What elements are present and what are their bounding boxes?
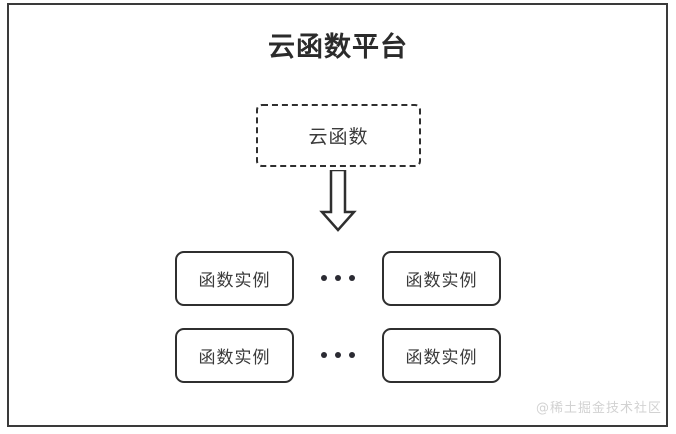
function-instance-box: 函数实例	[175, 250, 294, 306]
function-instance-label: 函数实例	[198, 347, 271, 368]
function-instance-box: 函数实例	[382, 250, 501, 306]
ellipsis-dot	[321, 352, 327, 358]
function-instance-label: 函数实例	[405, 270, 478, 291]
ellipsis-dot	[335, 352, 341, 358]
function-instance-box: 函数实例	[382, 327, 501, 383]
ellipsis-dot	[349, 275, 355, 281]
cloud-function-node: 云函数	[256, 104, 421, 167]
ellipsis-dot	[321, 275, 327, 281]
down-arrow-icon	[318, 168, 358, 232]
function-instance-label: 函数实例	[198, 270, 271, 291]
instance-row-1: 函数实例 函数实例	[0, 250, 676, 306]
cloud-function-label: 云函数	[308, 126, 369, 148]
ellipsis-dot	[335, 275, 341, 281]
function-instance-label: 函数实例	[405, 347, 478, 368]
function-instance-box: 函数实例	[175, 327, 294, 383]
instance-row-2: 函数实例 函数实例	[0, 327, 676, 383]
ellipsis-dot	[349, 352, 355, 358]
page-title: 云函数平台	[268, 32, 408, 63]
ellipsis-icon	[294, 251, 382, 306]
ellipsis-icon	[294, 328, 382, 383]
watermark: @稀土掘金技术社区	[535, 401, 662, 416]
